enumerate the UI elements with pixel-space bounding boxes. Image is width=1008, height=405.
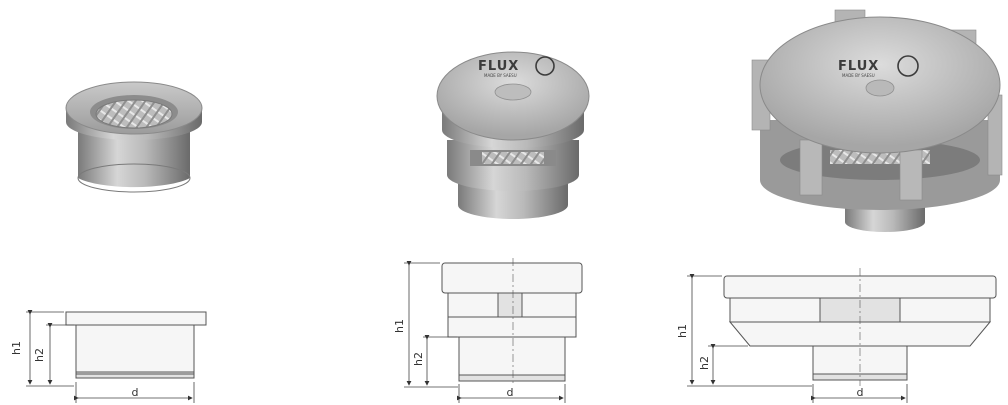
d-label: d bbox=[132, 386, 139, 399]
logo-sub-medium: MADE BY SAESU bbox=[484, 73, 517, 78]
logo-text-medium: FLUX bbox=[478, 59, 519, 74]
h1-label: h1 bbox=[10, 341, 23, 355]
small-valve-drawing bbox=[65, 311, 207, 379]
medium-valve-3d: FLUX MADE BY SAESU bbox=[436, 51, 590, 219]
small-valve-dimensions bbox=[26, 310, 195, 403]
h2-label: h2 bbox=[412, 352, 425, 366]
logo-sub-large: MADE BY SAESU bbox=[842, 73, 875, 78]
medium-valve-drawing bbox=[441, 258, 583, 385]
logo-x-icon bbox=[535, 56, 555, 76]
d-label: d bbox=[507, 386, 514, 399]
large-valve-3d: FLUX MADE BY SAESU bbox=[751, 9, 1003, 232]
medium-valve-dimensions bbox=[404, 261, 566, 403]
h2-label: h2 bbox=[698, 356, 711, 370]
small-valve-3d bbox=[65, 81, 203, 193]
logo-x-icon bbox=[897, 55, 919, 77]
h2-label: h2 bbox=[33, 348, 46, 362]
h1-label: h1 bbox=[393, 319, 406, 333]
large-valve-dimensions bbox=[687, 274, 908, 403]
logo-text-large: FLUX bbox=[838, 59, 879, 74]
h1-label: h1 bbox=[676, 324, 689, 338]
d-label: d bbox=[857, 386, 864, 399]
large-valve-drawing bbox=[723, 268, 997, 386]
